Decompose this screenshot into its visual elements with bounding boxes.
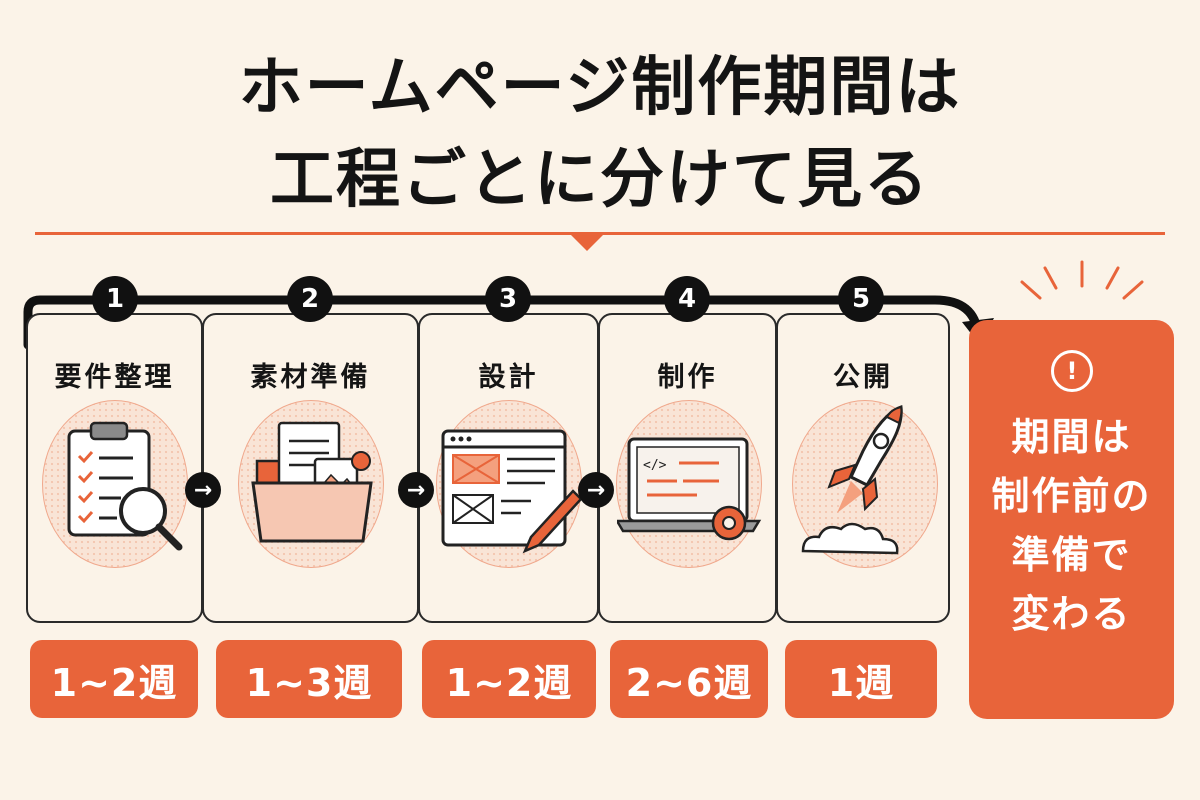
arrow-right-icon: → (185, 472, 221, 508)
arrow-right-icon: → (398, 472, 434, 508)
title-divider (35, 232, 1165, 235)
step-label: 設計 (478, 362, 539, 393)
step-number-badge: 3 (485, 276, 531, 322)
exclamation-icon: ! (1051, 350, 1093, 392)
clipboard-magnifier-icon (42, 400, 188, 568)
callout-line: 変わる (1011, 592, 1132, 636)
duration-pill: 1~2週 (30, 640, 198, 718)
step-number-badge: 1 (92, 276, 138, 322)
callout-text: 期間は 制作前の 準備で 変わる (979, 408, 1164, 644)
callout-box: ! 期間は 制作前の 準備で 変わる (969, 320, 1174, 719)
step-card-3: 設計 (418, 313, 599, 623)
step-number-badge: 5 (838, 276, 884, 322)
step-card-4: 制作 </> (598, 313, 777, 623)
step-number-badge: 2 (287, 276, 333, 322)
duration-pill: 1週 (785, 640, 937, 718)
laptop-code-gear-icon: </> (616, 400, 762, 568)
duration-pill: 2~6週 (610, 640, 768, 718)
arrow-right-icon: → (578, 472, 614, 508)
duration-pill: 1~2週 (422, 640, 596, 718)
wireframe-pencil-icon (436, 400, 583, 568)
svg-text:</>: </> (643, 458, 667, 473)
step-label: 要件整理 (54, 362, 175, 393)
step-card-5: 公開 (776, 313, 950, 623)
step-card-2: 素材準備 (202, 313, 419, 623)
title-line-1: ホームページ制作期間は (238, 51, 962, 125)
step-label: 公開 (833, 362, 893, 393)
rocket-launch-icon (792, 400, 938, 568)
title-line-2: 工程ごとに分けて見る (270, 143, 930, 217)
folder-documents-icon (238, 400, 384, 568)
burst-lines (1020, 260, 1144, 300)
callout-line: 期間は (1011, 415, 1132, 459)
step-number-badge: 4 (664, 276, 710, 322)
divider-arrow-icon (570, 234, 604, 251)
step-card-1: 要件整理 (26, 313, 203, 623)
callout-line: 準備で (1011, 533, 1132, 577)
duration-pill: 1~3週 (216, 640, 402, 718)
step-label: 制作 (657, 362, 718, 393)
step-label: 素材準備 (250, 362, 371, 393)
callout-line: 制作前の (991, 474, 1152, 518)
